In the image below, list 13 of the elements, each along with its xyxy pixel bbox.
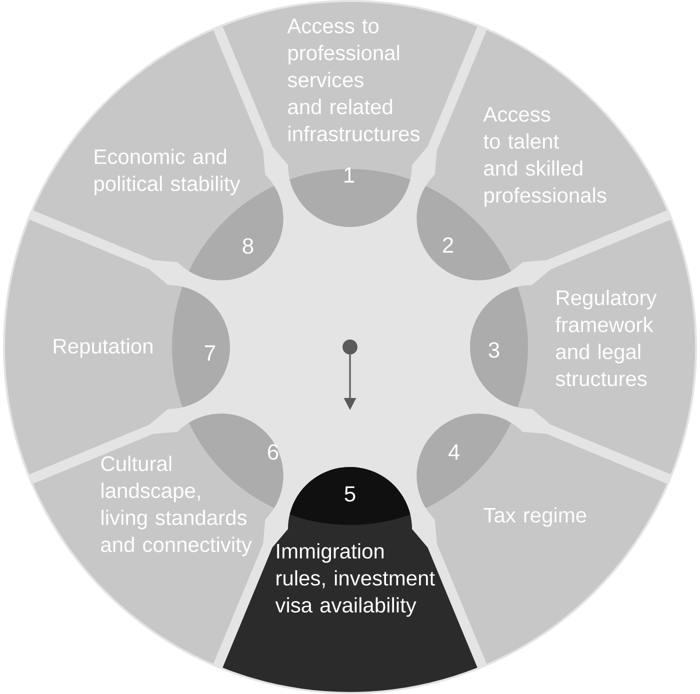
segment: Economic and political stability 8 xyxy=(33,30,284,280)
node-label: Access to talent and skilled professionals xyxy=(483,107,606,207)
node-label: 8 xyxy=(242,238,254,254)
node-label: 7 xyxy=(205,345,216,361)
node-label: Access to professional services and related infrastructures xyxy=(287,18,420,142)
node-label: 3 xyxy=(488,342,500,358)
node-label: Regulatory framework and legal structures xyxy=(556,290,657,386)
node-label: 1 xyxy=(344,167,354,183)
node-label: 2 xyxy=(443,237,454,253)
node-label: Reputation xyxy=(54,338,152,358)
node-label: 4 xyxy=(448,444,460,460)
node-label: 6 xyxy=(268,444,278,460)
node-label: Tax regime xyxy=(484,507,586,527)
